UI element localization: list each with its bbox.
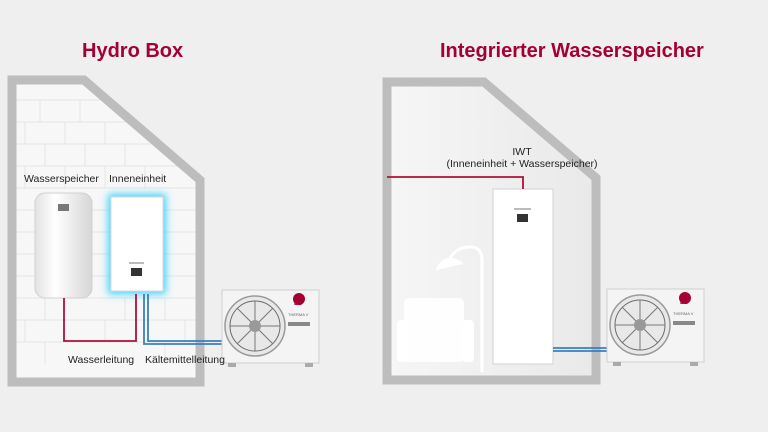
label-iwt: IWT	[512, 146, 532, 158]
floor-lamp	[435, 245, 484, 372]
water-line	[63, 294, 137, 342]
label-iwt-sub: (Inneneinheit + Wasserspeicher)	[446, 158, 598, 170]
lg-logo-icon-right	[679, 292, 691, 304]
right-title: Integrierter Wasserspeicher	[440, 40, 704, 62]
model-right: THERMA V	[673, 311, 694, 316]
refrigerant-line	[143, 294, 230, 345]
label-water-tank: Wasserspeicher	[24, 173, 99, 185]
armchair	[397, 298, 474, 362]
label-refrigerant-line: Kältemittelleitung	[145, 354, 225, 366]
brick-wall	[12, 99, 200, 364]
iwt-pointer-line	[387, 176, 524, 189]
indoor-unit	[108, 194, 166, 294]
label-indoor-unit: Inneneinheit	[109, 173, 167, 185]
label-water-line: Wasserleitung	[68, 354, 135, 366]
model-left: THERMA V	[288, 312, 309, 317]
outdoor-unit-left	[221, 289, 320, 367]
outdoor-unit-right	[606, 288, 705, 366]
iwt-unit	[492, 188, 554, 365]
left-house	[7, 75, 205, 387]
brand-left: LG	[294, 301, 303, 307]
water-tank	[34, 192, 93, 299]
brand-right: LG	[680, 300, 689, 306]
lg-logo-icon	[293, 293, 305, 305]
refrigerant-line-right	[553, 347, 612, 352]
left-title: Hydro Box	[82, 40, 184, 62]
